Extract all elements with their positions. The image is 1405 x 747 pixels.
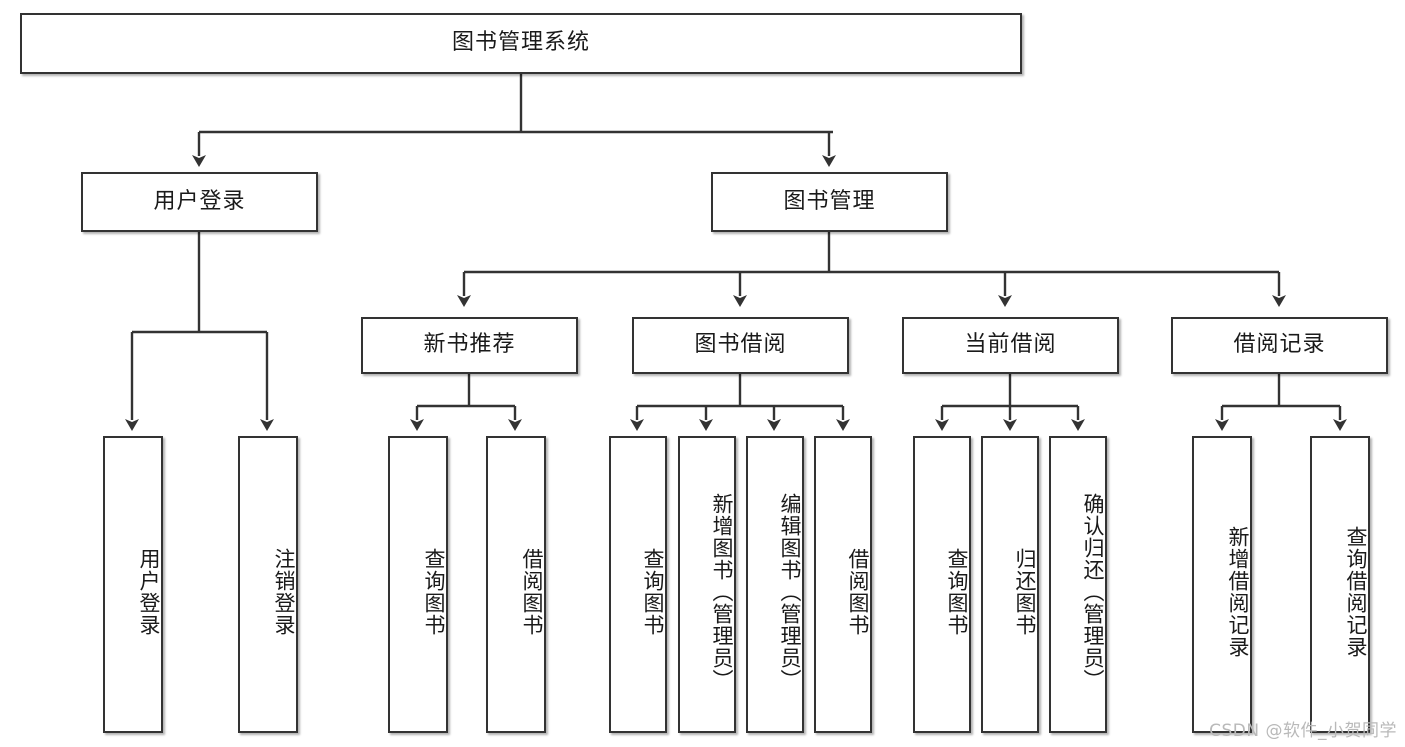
leaf-add-borrow-record[interactable]: 新增借阅记录: [1192, 436, 1252, 733]
leaf-edit-book-admin-label: 编辑图书（管理员）: [778, 492, 802, 691]
leaf-query-record-label: 查询借阅记录: [1344, 525, 1368, 658]
watermark-text: CSDN @软件_小贺同学: [1209, 721, 1397, 741]
leaf-borrow-book-2-label: 借阅图书: [846, 547, 870, 636]
leaf-add-record-label: 新增借阅记录: [1226, 525, 1250, 658]
leaf-confirm-return-admin-label: 确认归还（管理员）: [1081, 492, 1105, 691]
leaf-query-book-3-label: 查询图书: [945, 547, 969, 636]
leaf-logout[interactable]: 注销登录: [238, 436, 298, 733]
leaf-borrow-book-1-label: 借阅图书: [520, 547, 544, 636]
leaf-add-book-admin-label: 新增图书（管理员）: [710, 492, 734, 691]
leaf-add-book-admin[interactable]: 新增图书（管理员）: [678, 436, 736, 733]
leaf-query-book-1-label: 查询图书: [422, 547, 446, 636]
leaf-query-book-borrow[interactable]: 查询图书: [609, 436, 667, 733]
leaf-borrow-book-recommend[interactable]: 借阅图书: [486, 436, 546, 733]
leaf-user-login-label: 用户登录: [137, 547, 161, 636]
leaf-query-borrow-record[interactable]: 查询借阅记录: [1310, 436, 1370, 733]
leaf-borrow-book-borrow[interactable]: 借阅图书: [814, 436, 872, 733]
node-current-borrow[interactable]: 当前借阅: [902, 317, 1119, 374]
leaf-confirm-return-admin[interactable]: 确认归还（管理员）: [1049, 436, 1107, 733]
leaf-user-login[interactable]: 用户登录: [103, 436, 163, 733]
leaf-edit-book-admin[interactable]: 编辑图书（管理员）: [746, 436, 804, 733]
leaf-query-book-recommend[interactable]: 查询图书: [388, 436, 448, 733]
leaf-query-book-2-label: 查询图书: [641, 547, 665, 636]
node-root-system[interactable]: 图书管理系统: [20, 13, 1022, 74]
node-book-borrow[interactable]: 图书借阅: [632, 317, 849, 374]
leaf-logout-label: 注销登录: [272, 547, 296, 636]
node-new-book-recommend[interactable]: 新书推荐: [361, 317, 578, 374]
leaf-query-book-current[interactable]: 查询图书: [913, 436, 971, 733]
leaf-return-book-label: 归还图书: [1013, 547, 1037, 636]
node-book-management[interactable]: 图书管理: [711, 172, 948, 232]
node-borrow-record[interactable]: 借阅记录: [1171, 317, 1388, 374]
leaf-return-book[interactable]: 归还图书: [981, 436, 1039, 733]
node-user-login[interactable]: 用户登录: [81, 172, 318, 232]
